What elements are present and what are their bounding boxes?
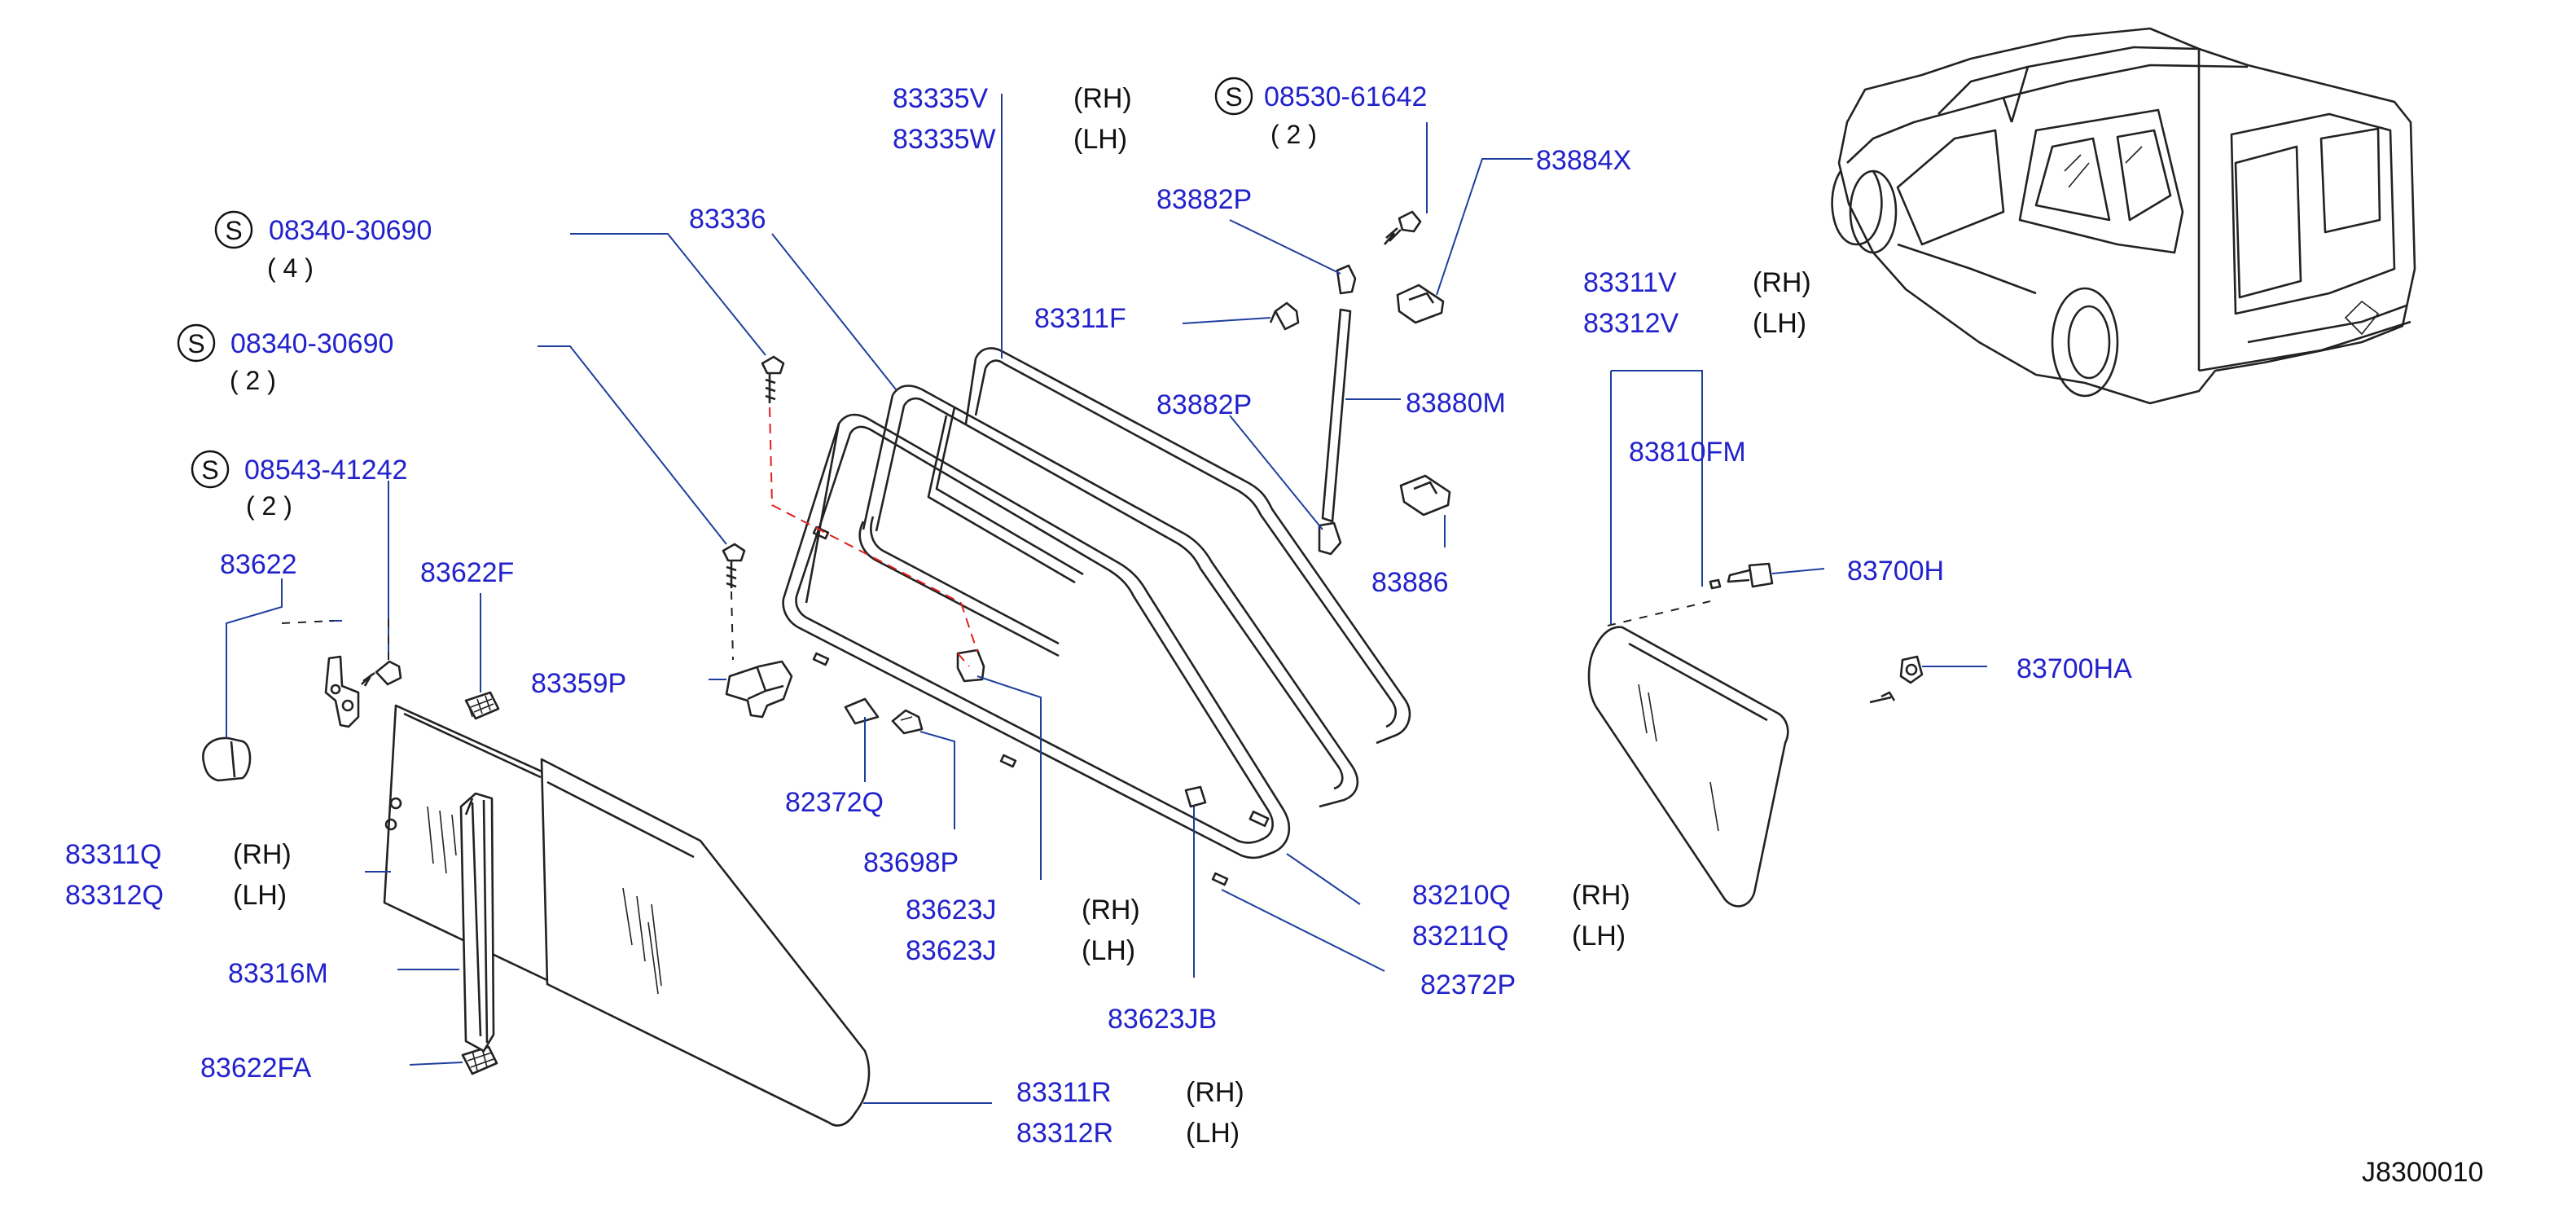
part-83884X-bracket	[1396, 284, 1445, 324]
label-08530-qty: ( 2 )	[1270, 120, 1317, 149]
label-83623J-rh: 83623J	[906, 895, 997, 925]
label-83336: 83336	[689, 204, 766, 235]
label-83700HA: 83700HA	[2016, 653, 2132, 684]
dashed-guide	[281, 620, 335, 624]
part-83698P-pad	[891, 709, 924, 735]
label-83882P-upper: 83882P	[1156, 184, 1252, 215]
label-83311R: 83311R	[1016, 1077, 1112, 1108]
part-83622-bumper	[202, 736, 252, 782]
label-08340-a-qty: ( 4 )	[267, 253, 314, 283]
label-83880M: 83880M	[1406, 388, 1506, 419]
part-83622F-clip	[464, 691, 500, 720]
label-83623J-rh-side: (RH)	[1082, 895, 1140, 925]
part-08340-screw-a	[761, 355, 785, 403]
label-83623J-lh-side: (LH)	[1082, 935, 1135, 966]
label-83312R: 83312R	[1016, 1118, 1113, 1149]
screw-symbol-08340-b: S	[177, 323, 216, 363]
label-83312V: 83312V	[1583, 308, 1679, 339]
part-83335-frame	[964, 347, 1411, 745]
part-83623JB-catch	[1184, 785, 1207, 808]
part-83882P-upper-joint	[1336, 264, 1357, 295]
part-83700HA-nut	[1869, 655, 1924, 704]
svg-text:S: S	[187, 329, 204, 358]
label-83623JB: 83623JB	[1108, 1004, 1217, 1035]
label-83335W: 83335W	[893, 124, 996, 155]
label-83211Q: 83211Q	[1412, 921, 1508, 952]
part-83359P-latch	[725, 660, 793, 719]
label-83311F: 83311F	[1034, 303, 1126, 334]
part-83700H-stud	[1709, 562, 1774, 590]
label-83312R-side: (LH)	[1186, 1118, 1240, 1149]
label-83622F: 83622F	[420, 557, 514, 588]
part-08530-screw	[1384, 210, 1422, 245]
label-83810FM: 83810FM	[1629, 437, 1746, 468]
diagram-code: J8300010	[2362, 1157, 2483, 1188]
label-08543-qty: ( 2 )	[246, 491, 292, 521]
label-82372P: 82372P	[1420, 969, 1516, 1000]
svg-text:S: S	[201, 455, 218, 485]
screw-symbol-08530: S	[1214, 77, 1253, 116]
label-08340-b: 08340-30690	[230, 328, 393, 359]
label-83311Q-side: (RH)	[233, 839, 292, 870]
label-83311V: 83311V	[1583, 267, 1677, 298]
leader-lines	[226, 94, 1987, 1104]
part-83210Q-frame	[782, 413, 1291, 886]
label-08340-b-qty: ( 2 )	[230, 366, 276, 395]
screw-symbol-08340-a: S	[214, 210, 253, 249]
svg-text:S: S	[1225, 82, 1242, 112]
label-83698P: 83698P	[863, 847, 959, 878]
label-83311Q: 83311Q	[65, 839, 161, 870]
label-83316M: 83316M	[228, 958, 328, 989]
label-08530: 08530-61642	[1264, 81, 1427, 112]
label-08543: 08543-41242	[244, 455, 407, 486]
label-83211Q-side: (LH)	[1572, 921, 1626, 952]
vehicle-illustration	[1831, 27, 2416, 405]
label-83312Q: 83312Q	[65, 880, 164, 911]
label-83884X: 83884X	[1536, 145, 1631, 176]
label-83335V-side: (RH)	[1073, 83, 1132, 114]
part-82372Q-pad	[844, 697, 880, 725]
label-83335V: 83335V	[893, 83, 989, 114]
part-08340-screw-b	[722, 543, 746, 588]
part-83886-bracket	[1399, 474, 1451, 517]
label-08340-a: 08340-30690	[269, 215, 432, 246]
part-83311V-glass	[1587, 626, 1789, 908]
label-83210Q-side: (RH)	[1572, 880, 1630, 911]
label-83210Q: 83210Q	[1412, 880, 1511, 911]
part-83316M-weatherstrip	[459, 792, 495, 1053]
part-08543-screw	[361, 660, 402, 687]
label-83886: 83886	[1371, 567, 1449, 598]
part-83622FA-clip	[461, 1045, 498, 1075]
label-83623J-lh: 83623J	[906, 935, 997, 966]
label-83700H: 83700H	[1847, 556, 1944, 587]
part-83336-frame	[862, 385, 1359, 808]
part-83311F-bumper	[1269, 301, 1300, 331]
label-83882P-lower: 83882P	[1156, 389, 1252, 420]
label-83312V-side: (LH)	[1753, 308, 1806, 339]
label-83335W-side: (LH)	[1073, 124, 1127, 155]
screw-symbol-08543: S	[191, 450, 230, 489]
label-83311R-side: (RH)	[1186, 1077, 1244, 1108]
label-83312Q-side: (LH)	[233, 880, 287, 911]
part-83311R-glass	[540, 758, 871, 1127]
label-83359P: 83359P	[531, 668, 626, 699]
part-83882P-lower-joint	[1318, 521, 1342, 556]
part-hinge-bracket	[324, 655, 360, 728]
part-83880M-strut	[1321, 308, 1352, 523]
label-83311V-side: (RH)	[1753, 267, 1811, 298]
label-83622FA: 83622FA	[200, 1053, 311, 1084]
svg-text:S: S	[225, 216, 242, 245]
callout-labels: 83335V (RH) 83335W (LH) 08530-61642 ( 2 …	[65, 81, 2483, 1188]
label-82372Q: 82372Q	[785, 787, 884, 818]
label-83622: 83622	[220, 549, 297, 580]
